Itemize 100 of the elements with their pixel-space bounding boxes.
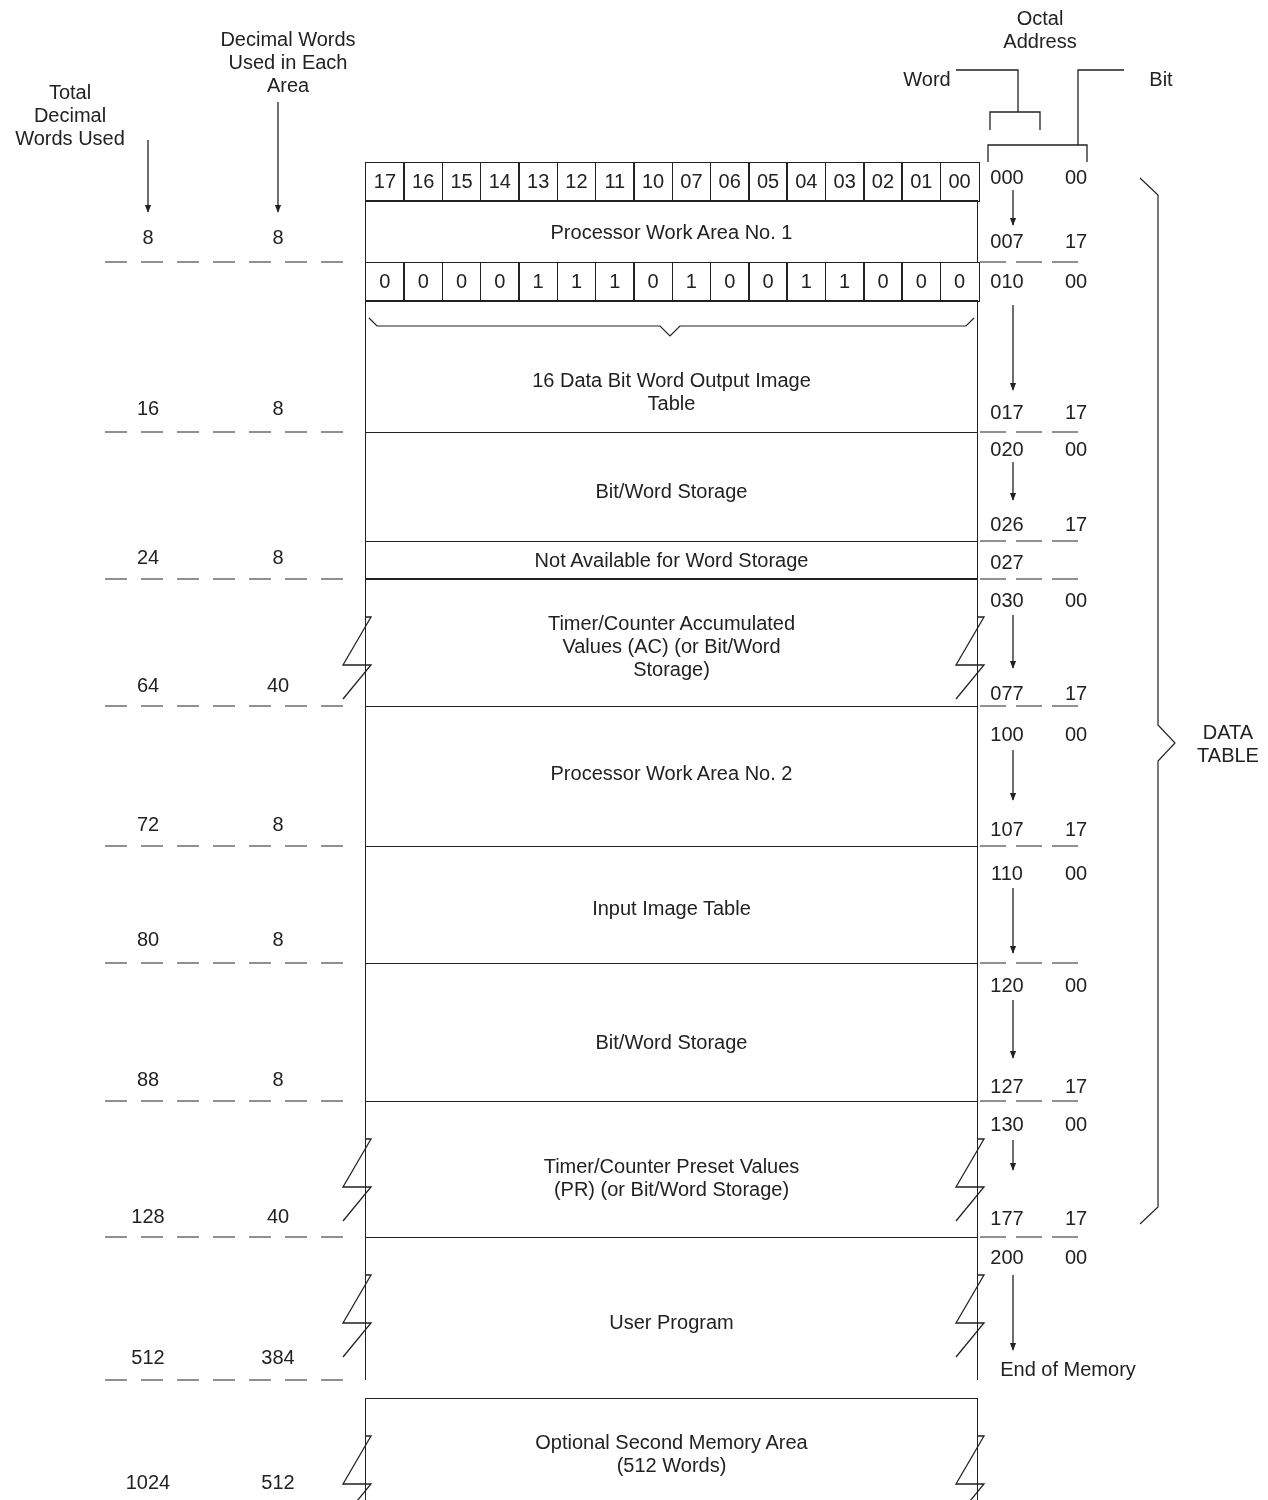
bit-position: 12 [556,162,597,202]
address-text: 00 [1064,271,1088,291]
address-text: 007 [990,231,1024,251]
bit-position: 10 [633,162,673,202]
address-text: 88 [136,1069,160,1089]
bit-position: 17 [365,162,405,202]
heading-text: Decimal Words Used in Each Area [219,27,357,97]
address-text: 027 [990,552,1024,572]
address-text: 8 [272,227,284,247]
memory-area [365,846,978,963]
address-text: 130 [990,1114,1024,1134]
address-text: 512 [261,1472,295,1492]
leader-line [1077,69,1125,146]
area-label: Bit/Word Storage [594,479,749,503]
address-text: 010 [990,271,1024,291]
bit-position: 13 [518,162,559,202]
memory-area [365,1237,978,1380]
address-text: 8 [272,1069,284,1089]
address-text: 00 [1064,439,1088,459]
address-text: 17 [1064,514,1088,534]
bit-value: 0 [479,262,520,302]
bit-position: 02 [863,162,903,202]
address-text: 127 [990,1076,1024,1096]
bit-value: 1 [824,262,865,302]
bit-position: 07 [671,162,712,202]
address-text: 026 [990,514,1024,534]
address-text: 40 [266,675,290,695]
address-text: 00 [1064,1247,1088,1267]
memory-area [365,963,978,1101]
bit-position: 03 [824,162,865,202]
address-text: 17 [1064,1208,1088,1228]
address-text: 030 [990,590,1024,610]
area-label: Processor Work Area No. 1 [549,220,794,244]
bit-value: 1 [556,262,597,302]
address-text: 00 [1064,1114,1088,1134]
address-text: 00 [1064,167,1088,187]
bit-position: 04 [786,162,827,202]
address-text: 8 [142,227,154,247]
bit-position: 06 [709,162,750,202]
bit-value: 1 [594,262,635,302]
memory-area [365,579,978,706]
area-label: Timer/Counter Accumulated Values (AC) (or Bit/Word Storage) [546,611,797,681]
memory-area [365,300,978,432]
memory-area [365,1398,978,1500]
address-text: 00 [1064,724,1088,744]
bracket [987,144,1088,163]
address-text: 110 [991,863,1023,883]
bit-value: 1 [786,262,827,302]
bit-value: 0 [748,262,788,302]
address-text: 128 [131,1206,165,1226]
address-text: 120 [990,975,1024,995]
address-text: 24 [136,547,160,567]
bit-value: 0 [863,262,903,302]
address-text: 8 [272,929,284,949]
address-text: 17 [1064,819,1088,839]
address-text: 200 [990,1247,1024,1267]
bit-position: 01 [901,162,942,202]
address-text: 100 [990,724,1024,744]
address-text: 17 [1064,683,1088,703]
area-label: Input Image Table [591,896,752,920]
heading-text: DATA TABLE [1196,721,1260,767]
bit-value: 0 [901,262,942,302]
bit-position: 16 [403,162,444,202]
area-label: Timer/Counter Preset Values (PR) (or Bit/Word Storage) [542,1155,801,1201]
address-text: 1024 [125,1472,171,1492]
heading-text: Total Decimal Words Used [15,80,125,150]
bit-value: 0 [939,262,980,302]
bit-value: 0 [633,262,673,302]
heading-text: Octal Address [1002,7,1078,53]
bit-position: 11 [594,162,635,202]
address-text: 000 [990,167,1024,187]
bit-value: 0 [441,262,482,302]
bit-value: 1 [518,262,559,302]
address-text: 177 [990,1208,1024,1228]
bit-value: 0 [365,262,405,302]
bit-position: 14 [479,162,520,202]
address-text: 017 [990,402,1024,422]
leader-line [955,69,1019,113]
address-text: 00 [1064,975,1088,995]
bit-value: 0 [709,262,750,302]
bit-position: 15 [441,162,482,202]
bit-value: 1 [671,262,712,302]
address-text: 512 [131,1347,165,1367]
address-text: 384 [261,1347,295,1367]
area-label: User Program [608,1310,735,1334]
address-text: 72 [136,814,160,834]
memory-area [365,541,978,579]
area-label: Optional Second Memory Area (512 Words) [534,1431,809,1477]
bit-position: 00 [939,162,980,202]
address-text: 17 [1064,402,1088,422]
bracket [989,111,1041,131]
bit-position: 05 [748,162,788,202]
address-text: 17 [1064,231,1088,251]
address-text: 8 [272,547,284,567]
area-label: Bit/Word Storage [594,1030,749,1054]
address-text: 077 [990,683,1024,703]
address-text: 64 [136,675,160,695]
address-text: 00 [1064,590,1088,610]
address-text: 107 [990,819,1024,839]
address-text: 00 [1064,863,1088,883]
